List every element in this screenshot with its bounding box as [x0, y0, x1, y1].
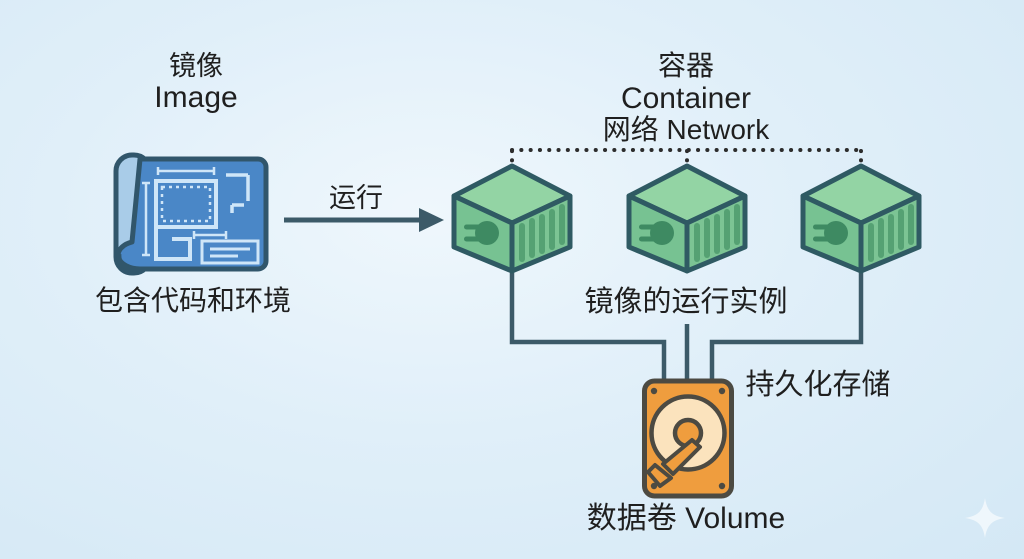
image-title-en: Image — [154, 81, 238, 114]
volume-connector-lines — [509, 266, 864, 383]
image-title-zh: 镜像 — [169, 51, 223, 81]
run-arrow-icon — [284, 208, 444, 232]
container-title-zh: 容器 — [657, 50, 715, 81]
sparkle-watermark-icon — [965, 498, 1005, 538]
container-cube-icon — [625, 162, 749, 275]
container-title-en: Container — [620, 82, 752, 115]
image-caption: 包含代码和环境 — [94, 285, 292, 316]
run-arrow-label: 运行 — [329, 183, 383, 213]
volume-label: 数据卷 Volume — [586, 502, 786, 535]
volume-caption: 持久化存储 — [745, 369, 891, 401]
container-cube-icon — [799, 162, 923, 275]
blueprint-image-icon — [113, 152, 269, 276]
container-caption: 镜像的运行实例 — [584, 286, 788, 318]
container-cube-icon — [450, 162, 574, 275]
network-label: 网络 Network — [602, 114, 770, 145]
hard-disk-volume-icon — [642, 378, 734, 499]
